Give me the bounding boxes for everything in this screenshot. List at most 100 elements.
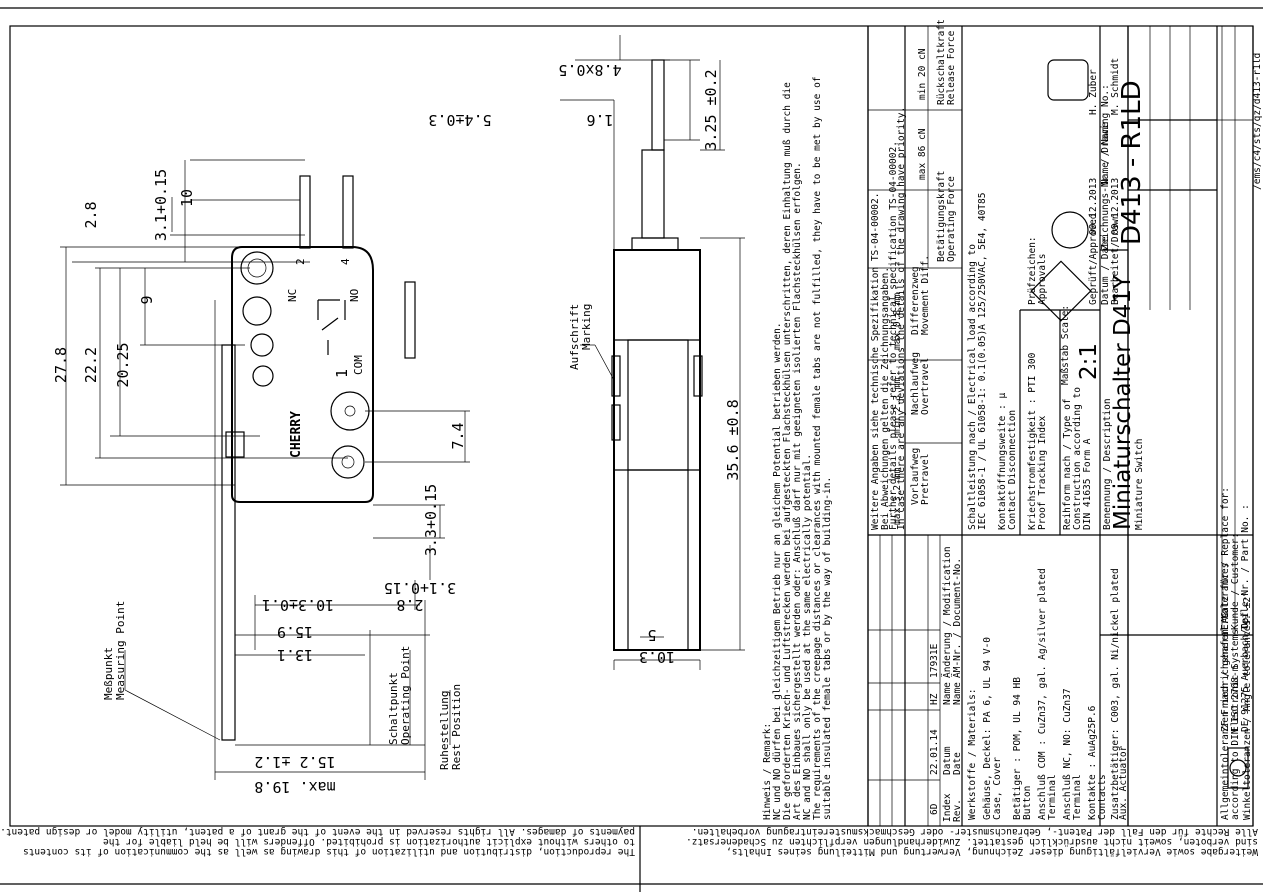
company-3: DE 91275 Auerbach/Opf.: [1240, 606, 1251, 732]
materials: Werkstoffe / Materials: Gehäuse, Deckel:…: [967, 568, 1129, 820]
lever-block: [225, 431, 245, 458]
drawn-approved: Datum / Date Name / Name Bearbeitet/Draw…: [1088, 58, 1121, 305]
date-header: Datum / Date: [1100, 236, 1111, 305]
label-messpunkt: Meßpunkt: [102, 647, 115, 700]
tolerances: Allgemeintoleranzen nach / general toler…: [1220, 563, 1253, 820]
hdr-diff-de: Differenzweg: [910, 266, 921, 335]
title-en: Miniature Switch: [1134, 438, 1145, 530]
scale-value: 2:1: [1076, 343, 1102, 380]
mount-hole-a: [242, 296, 272, 326]
hdr-overtravel-en: Overtravel: [920, 358, 931, 415]
label-nc: NC: [286, 289, 299, 302]
construction: Reihform nach / Type of Construction acc…: [1060, 305, 1102, 530]
contact-symbol: [317, 299, 346, 355]
label-no: NO: [348, 289, 361, 302]
rev-hdr-name-en: Name: [952, 682, 963, 705]
spec-load-de: Schaltleistung nach / Electrical load ac…: [967, 244, 978, 530]
hdr-opforce-en: Operating Force: [946, 176, 957, 262]
hinweis-3: Art des Einbaues sichergestellt werden o…: [792, 162, 803, 820]
drawing-number: D413 - R1LD: [1117, 80, 1147, 245]
approvals-label-en: Approvals: [1037, 254, 1048, 305]
hinweis-2: Die geforderten Kriech- und Luftstrecken…: [782, 82, 793, 820]
mat-5-en: Contacts: [1097, 774, 1108, 820]
title-block: Vorlaufweg Pretravel Nachlaufweg Overtra…: [762, 19, 1263, 826]
hinweis-5: The requirements of the creepage distanc…: [812, 76, 823, 820]
drawn-date: 09.12.2013: [1110, 178, 1121, 235]
hinweis-0: Hinweis / Remark:: [762, 723, 773, 820]
rev-hdr-name: Name: [942, 682, 953, 705]
file-path: /ems/c4/sts/qz/d413-r1ld: [1252, 53, 1263, 190]
label-t4: 4: [339, 258, 352, 265]
label-marking: Marking: [580, 304, 593, 350]
val-diff: max 0.8 mm: [892, 293, 903, 350]
dim-3-1b: 3.1+0.15: [384, 579, 456, 597]
company-2: Electronic Systems: [1230, 629, 1241, 732]
approval-vde-icon: [1051, 211, 1089, 249]
hdr-relforce-en: Release Force: [946, 30, 957, 105]
mat-4-en: Terminal: [1072, 774, 1083, 820]
approved-label: Geprüft/Approved: [1088, 213, 1099, 305]
name-header: Name / Name: [1100, 122, 1111, 185]
title-de: Miniaturschalter D41Y: [1110, 274, 1136, 530]
zf-logo: [1227, 747, 1249, 789]
terminal-no: [342, 175, 354, 249]
hinweis-1: NC und NO dürfen bei gleichzeitigem Betr…: [772, 322, 783, 820]
terminal-nc: [299, 175, 311, 249]
label-t1: 1: [333, 369, 351, 378]
note-1: Weitere Angaben siehe technische Spezifi…: [870, 193, 881, 530]
rev-hdr-mod-en: ÄM-Nr. / Document-No.: [952, 558, 963, 678]
brand-logo: CHERRY: [289, 411, 304, 458]
hdr-overtravel-de: Nachlaufweg: [910, 352, 921, 415]
val-opforce: max 86 cN: [917, 128, 928, 180]
val-overtravel: min 2.3 mm: [892, 378, 903, 435]
note-3: Further details please refer to technica…: [888, 141, 899, 530]
footer: Weitergabe sowie Vervielfältigung dieser…: [0, 826, 1258, 857]
spec-pti-en: Proof Tracking Index: [1037, 415, 1048, 530]
mat-0: Werkstoffe / Materials:: [967, 688, 978, 820]
rev-hdr-index-en: Rev.: [952, 799, 963, 822]
label-com: COM: [352, 355, 365, 375]
hdr-relforce-de: Rückschaltkraft: [936, 19, 947, 105]
side-actuator: [627, 339, 689, 471]
label-rest-position: Rest Position: [450, 684, 463, 770]
scale-label: Maßstab Scale:: [1060, 305, 1071, 385]
rev-hdr-index: Index: [942, 793, 953, 822]
hinweis: Hinweis / Remark: NC und NO dürfen bei g…: [762, 76, 833, 820]
dwg-no-label: Zeichnungs-Nr. / Drawing No.:: [1100, 84, 1111, 250]
spec-contact-en: Contact Disconnection: [1007, 410, 1018, 530]
footer-right-3: payments of damages. All rights reserved…: [0, 826, 635, 837]
footer-left-2: sind verboten, soweit nicht ausdrücklich…: [686, 836, 1258, 847]
dim-3-25: 3.25 ±0.2: [702, 69, 720, 150]
approvals-label-de: Prüfzeichen:: [1027, 236, 1038, 305]
dim-3-1: 3.1+0.15: [152, 169, 170, 241]
dim-5: 5: [647, 626, 656, 644]
description: Benennung / Description Miniaturschalter…: [1100, 80, 1147, 530]
dim-10-3: 10.3±0.1: [262, 596, 334, 614]
front-view: NC 2 4 NO 1 COM CHERRY: [52, 159, 470, 796]
val-pretravel: max 3.2 mm: [892, 468, 903, 525]
hdr-diff-en: Movement Diff.: [920, 255, 931, 335]
dim-15-2: 15.2 ±1.2: [254, 753, 335, 771]
tol-2: according to DIN ISO 2768-m: [1230, 665, 1241, 820]
dim-2-8b: 2.8: [396, 596, 423, 614]
mount-hole-b: [250, 333, 274, 357]
mat-6: Zusatzbetätiger: C003, gal. Ni/nickel pl…: [1110, 568, 1121, 820]
dim-27-8: 27.8: [52, 347, 70, 383]
mat-1-en: Case, Cover: [992, 757, 1003, 820]
footer-right-1: The reproduction, distribution and utili…: [23, 846, 635, 857]
constr-3: DIN 41635 Form A: [1082, 438, 1093, 530]
dim-19-8: max. 19.8: [254, 778, 335, 796]
approved-name: H. Zuber: [1088, 69, 1099, 115]
replace-label: Ersatz für / Replace for:: [1220, 487, 1231, 630]
label-measuring-point: Measuring Point: [114, 601, 127, 700]
notes: Weitere Angaben siehe technische Spezifi…: [870, 107, 907, 530]
dim-20-25: 20.25: [114, 342, 132, 387]
hdr-pretravel-en: Pretravel: [920, 454, 931, 505]
force-headers: Vorlaufweg Pretravel Nachlaufweg Overtra…: [910, 19, 957, 505]
dim-4-8: 4.8x0.5: [558, 61, 621, 79]
val-relforce: min 20 cN: [917, 48, 928, 100]
dim-9: 9: [138, 295, 156, 304]
rev-hdr-date: Datum: [942, 746, 953, 775]
mat-6-en: Aux. Actuator: [1118, 745, 1129, 820]
